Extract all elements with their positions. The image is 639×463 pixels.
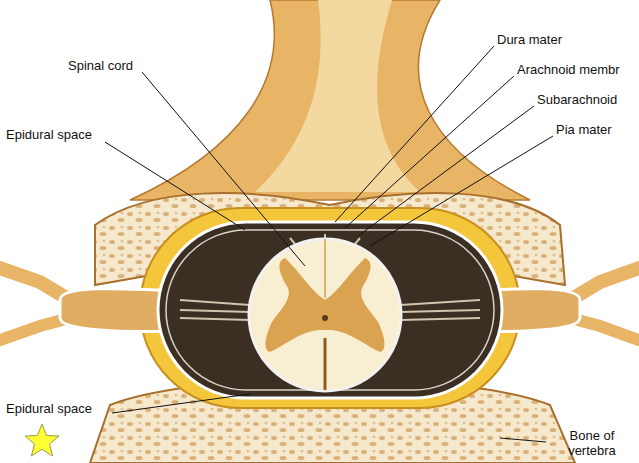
star-icon (25, 424, 59, 456)
part-label: Epidural space (6, 401, 92, 416)
part-label: Arachnoid membr (517, 62, 620, 77)
part-label: Epidural space (6, 127, 92, 142)
part-label: Pia mater (556, 122, 612, 137)
part-label: Spinal cord (68, 58, 133, 73)
part-label: Dura mater (497, 32, 562, 47)
part-label: Subarachnoid (537, 92, 617, 107)
part-label: Bone of vertebra (552, 428, 632, 458)
leader-lines (105, 46, 553, 442)
